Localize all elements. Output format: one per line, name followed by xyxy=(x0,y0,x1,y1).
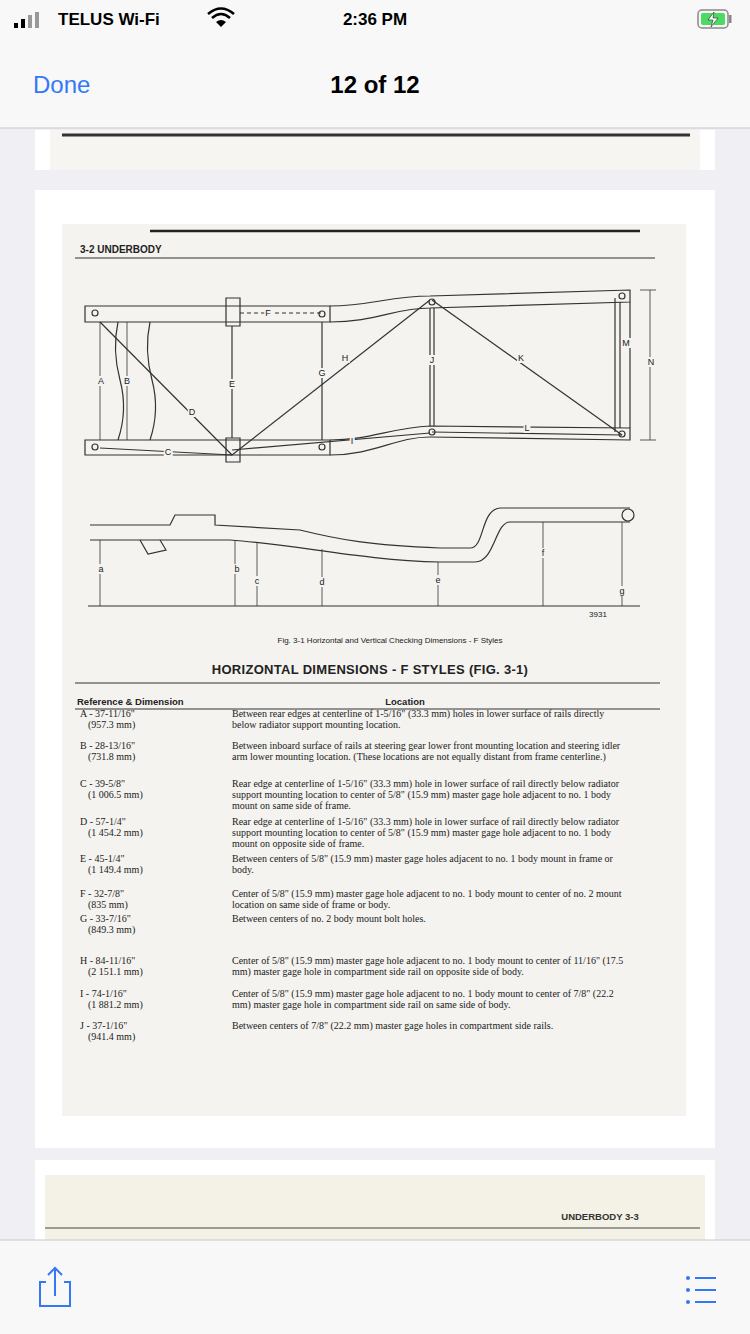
metric-dimension: (1 006.5 mm) xyxy=(88,789,143,800)
table-header: Location xyxy=(385,696,425,707)
section-title: HORIZONTAL DIMENSIONS - F STYLES (FIG. 3… xyxy=(212,662,528,677)
location-text: Center of 5/8" (15.9 mm) master gage hol… xyxy=(232,988,624,1010)
location-text: Between centers of 7/8" (22.2 mm) master… xyxy=(232,1020,624,1031)
dimension-letter: D xyxy=(188,407,197,417)
metric-dimension: (1 454.2 mm) xyxy=(88,827,143,838)
reference-dimension: B - 28-13/16" xyxy=(80,740,135,751)
reference-dimension: E - 45-1/4" xyxy=(80,853,125,864)
location-text: Between rear edges at centerline of 1-5/… xyxy=(232,708,624,730)
location-text: Between centers of no. 2 body mount bolt… xyxy=(232,913,624,924)
reference-dimension: J - 37-1/16" xyxy=(80,1020,127,1031)
dimension-letter: C xyxy=(164,447,173,457)
dimension-letter: e xyxy=(434,575,441,585)
dimension-letter: G xyxy=(317,368,326,378)
page-header: 3-2 UNDERBODY xyxy=(80,244,162,255)
dimension-letter: E xyxy=(228,379,236,389)
reference-dimension: F - 32-7/8" xyxy=(80,888,124,899)
dimension-letter: F xyxy=(264,308,272,318)
location-text: Rear edge at centerline of 1-5/16" (33.3… xyxy=(232,778,624,811)
dimension-letter: L xyxy=(523,423,530,433)
dimension-letter: a xyxy=(97,564,104,574)
metric-dimension: (835 mm) xyxy=(88,899,128,910)
figure-caption: Fig. 3-1 Horizontal and Vertical Checkin… xyxy=(278,636,503,645)
status-time: 2:36 PM xyxy=(343,10,407,30)
dimension-letter: c xyxy=(254,576,261,586)
dimension-letter: H xyxy=(341,353,350,363)
dimension-letter: f xyxy=(541,548,546,558)
done-button: Done xyxy=(33,71,90,99)
location-text: Center of 5/8" (15.9 mm) master gage hol… xyxy=(232,955,624,977)
dimension-letter: A xyxy=(97,376,105,386)
metric-dimension: (957.3 mm) xyxy=(88,719,135,730)
reference-dimension: C - 39-5/8" xyxy=(80,778,125,789)
location-text: Between inboard surface of rails at stee… xyxy=(232,740,624,762)
location-text: Rear edge at centerline of 1-5/16" (33.3… xyxy=(232,816,624,849)
metric-dimension: (1 881.2 mm) xyxy=(88,999,143,1010)
page-counter: 12 of 12 xyxy=(330,71,419,99)
metric-dimension: (731.8 mm) xyxy=(88,751,135,762)
carrier-name: TELUS Wi-Fi xyxy=(58,10,160,30)
reference-dimension: H - 84-11/16" xyxy=(80,955,135,966)
dimension-letter: M xyxy=(621,338,631,348)
reference-dimension: D - 57-1/4" xyxy=(80,816,126,827)
table-header: Reference & Dimension xyxy=(77,696,184,707)
metric-dimension: (2 151.1 mm) xyxy=(88,966,143,977)
dimension-letter: b xyxy=(233,564,240,574)
dimension-letter: N xyxy=(647,357,656,367)
dimension-letter: d xyxy=(318,577,325,587)
dimension-letter: g xyxy=(618,586,625,596)
metric-dimension: (941.4 mm) xyxy=(88,1031,135,1042)
metric-dimension: (1 149.4 mm) xyxy=(88,864,143,875)
reference-dimension: G - 33-7/16" xyxy=(80,913,131,924)
metric-dimension: (849.3 mm) xyxy=(88,924,135,935)
dimension-letter: B xyxy=(123,376,131,386)
location-text: Between centers of 5/8" (15.9 mm) master… xyxy=(232,853,624,875)
location-text: Center of 5/8" (15.9 mm) master gage hol… xyxy=(232,888,624,910)
reference-dimension: I - 74-1/16" xyxy=(80,988,127,999)
figure-number: 3931 xyxy=(589,610,607,619)
dimension-letter: I xyxy=(350,436,355,446)
dimension-letter: K xyxy=(517,353,525,363)
reference-dimension: A - 37-11/16" xyxy=(80,708,135,719)
dimension-letter: J xyxy=(429,355,436,365)
page-header: UNDERBODY 3-3 xyxy=(561,1211,638,1222)
